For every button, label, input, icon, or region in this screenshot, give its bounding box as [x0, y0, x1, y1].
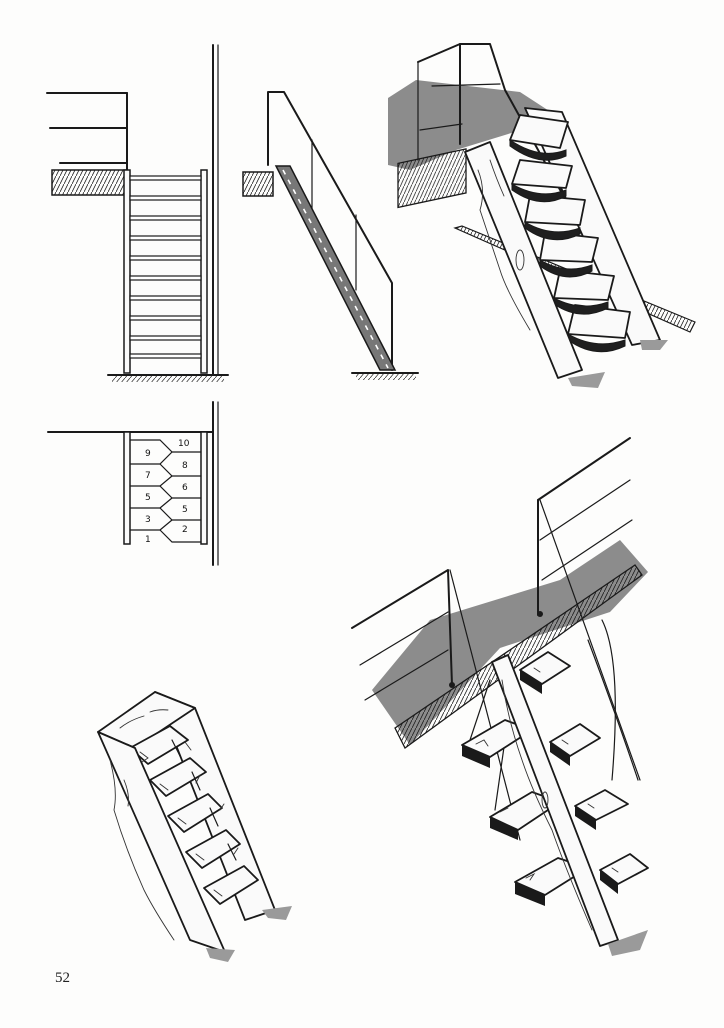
box-alternating-stair-perspective — [97, 691, 292, 962]
alternating-treads — [509, 114, 631, 353]
suspended-treads — [461, 651, 649, 906]
step-number-left-3: 3 — [145, 515, 151, 525]
step-number-left-1: 1 — [145, 535, 151, 545]
box-stair-treads — [129, 725, 259, 905]
step-number-left-5: 5 — [145, 493, 151, 503]
step-number-right-5: 5 — [182, 505, 188, 515]
step-number-right-8: 8 — [182, 461, 188, 471]
step-number-left-7: 7 — [145, 471, 151, 481]
stair-plan-numbered: 9 7 5 3 1 10 8 6 5 2 — [47, 401, 219, 566]
step-number-left-9: 9 — [145, 449, 151, 459]
page-number: 52 — [55, 970, 70, 986]
step-number-right-6: 6 — [182, 483, 188, 493]
suspended-stair-perspective — [351, 437, 649, 956]
hanger-wires — [449, 499, 641, 841]
alternating-tread-stair-perspective — [388, 43, 696, 388]
ladder-rungs — [129, 175, 202, 359]
vertical-ladder-front-view — [46, 44, 229, 382]
step-number-right-10: 10 — [178, 439, 190, 449]
step-number-right-2: 2 — [182, 525, 188, 535]
ship-ladder-side-view — [242, 91, 419, 380]
